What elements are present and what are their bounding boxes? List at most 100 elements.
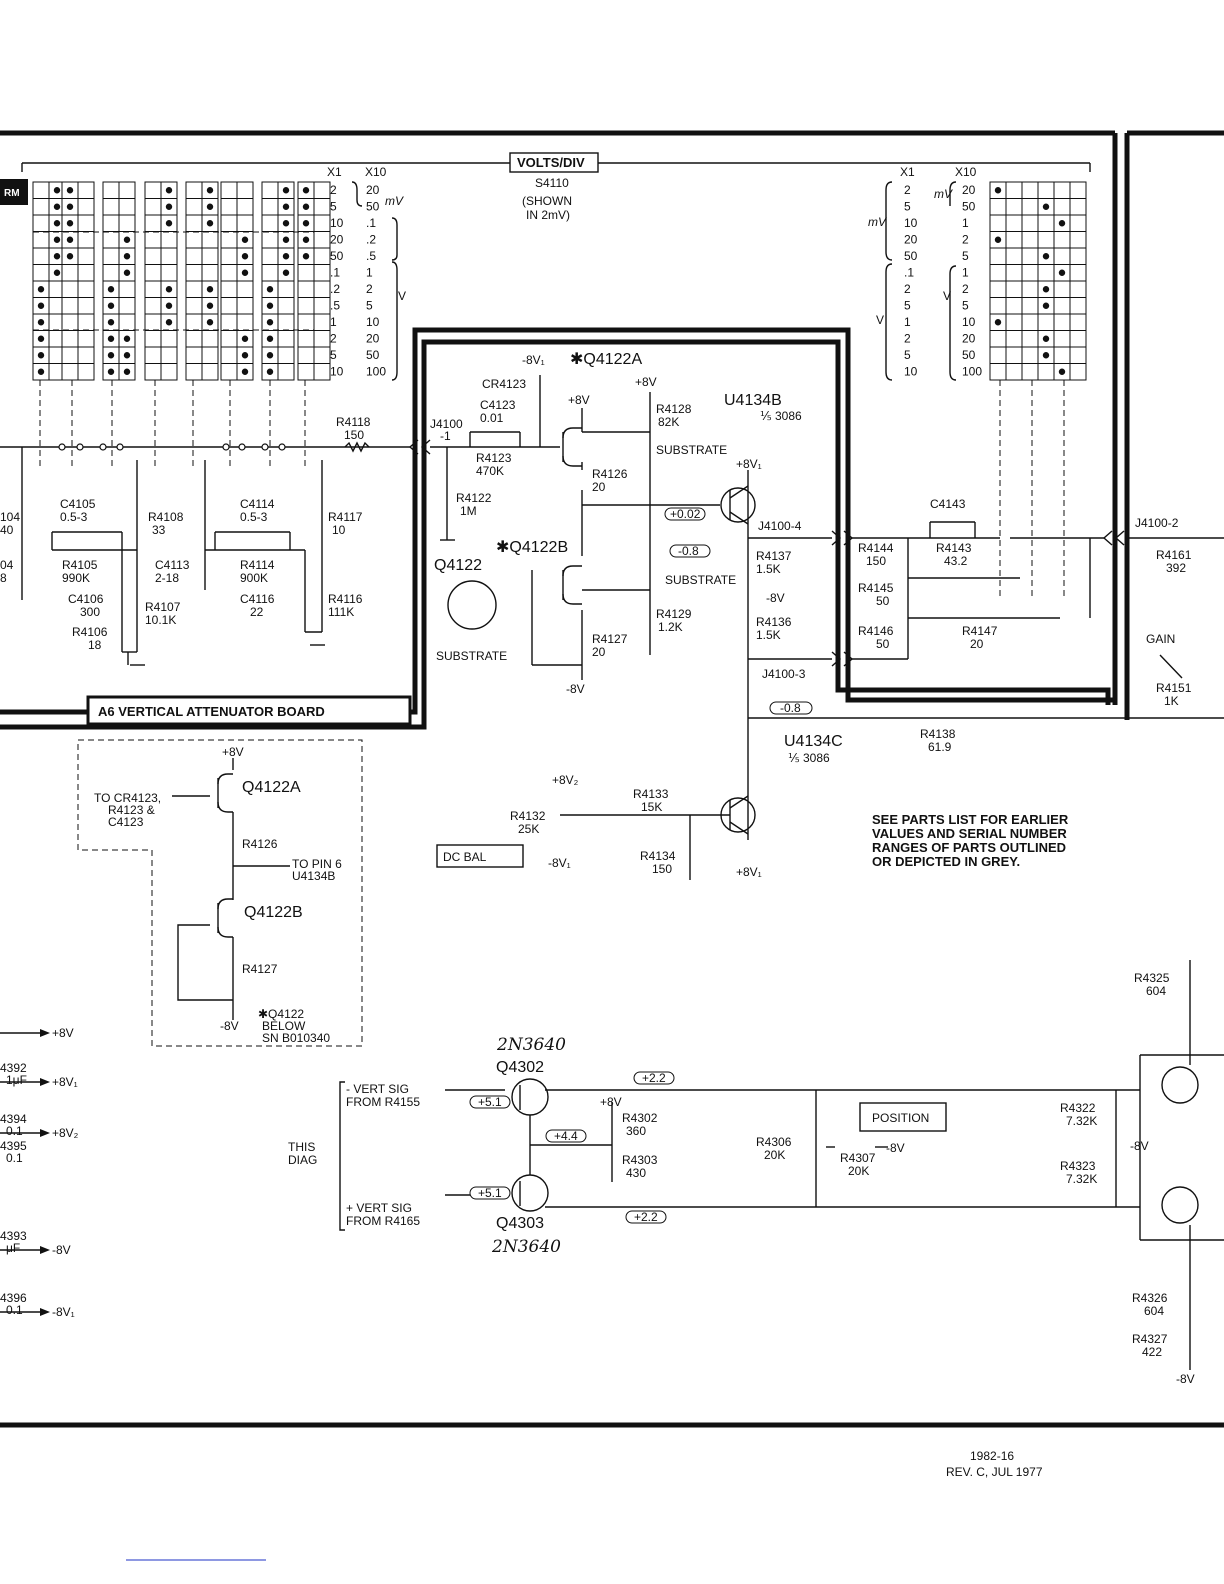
revision-label: REV. C, JUL 1977 (946, 1465, 1043, 1479)
this-diag-1: THIS (288, 1140, 315, 1154)
supply-ref-1: 4392 (0, 1061, 27, 1075)
r4108-ref: R4108 (148, 510, 184, 524)
right-range-x10-9: 20 (962, 332, 976, 346)
left-range-x10-6: 2 (366, 282, 373, 296)
left-range-x1-4: 50 (330, 249, 344, 263)
right-range-labels: X1 X10 25102050.125125102050125125102050… (868, 165, 982, 381)
r4133-val: 15K (641, 800, 662, 814)
preamp-labels: -8V₁ ✱Q4122A CR4123 C4123 0.01 +8V +8V R… (430, 351, 956, 879)
right-range-x10-2: 1 (962, 216, 969, 230)
supply-rail-2: +8V₂ (52, 1126, 79, 1140)
r4323-val: 7.32K (1066, 1172, 1097, 1186)
position-control-box[interactable] (859, 1102, 947, 1132)
note-line-3: RANGES OF PARTS OUTLINED (872, 840, 1066, 855)
r4144-val: 150 (866, 554, 886, 568)
r4322-ref: R4322 (1060, 1101, 1096, 1115)
inset-q4122b: Q4122B (244, 904, 303, 921)
pos-vert-sig-1: + VERT SIG (346, 1201, 412, 1215)
r4145-val: 50 (876, 594, 890, 608)
j4100-1b-label: -1 (440, 429, 451, 443)
inset-note-1: ✱Q4122 (258, 1007, 304, 1021)
right-range-x10-6: 2 (962, 282, 969, 296)
rm-tab-label: RM (4, 188, 20, 199)
right-range-x10-10: 50 (962, 348, 976, 362)
right-mv-unit: mV (868, 215, 887, 229)
u4134b-label: U4134B (724, 392, 782, 409)
r4118-val: 150 (344, 428, 364, 442)
volt-22-b: +2.2 (634, 1210, 658, 1224)
left-range-x10-1: 50 (366, 200, 380, 214)
right-gain-circuit: C4143 J4100-2 R4144 150 R4143 43.2 R4145… (852, 497, 1224, 708)
board-title: A6 VERTICAL ATTENUATOR BOARD (98, 704, 325, 719)
right-range-x10-7: 5 (962, 299, 969, 313)
volt-51-b: +5.1 (478, 1186, 502, 1200)
volt-neg08-b: -0.8 (780, 701, 801, 715)
inset-to-pin: TO PIN 6 (292, 857, 342, 871)
edge-frag-2: 40 (0, 523, 14, 537)
right-range-x1-10: 5 (904, 348, 911, 362)
inset-r4126: R4126 (242, 837, 278, 851)
c4114-val: 0.5-3 (240, 510, 268, 524)
r4145-ref: R4145 (858, 581, 894, 595)
r4146-val: 50 (876, 637, 890, 651)
inset-to-cr-3: C4123 (108, 815, 144, 829)
neg8v1-label: -8V₁ (522, 353, 545, 367)
right-range-x1-5: .1 (904, 266, 914, 280)
plus8v2-label: +8V₂ (552, 773, 579, 787)
left-range-x1-2: 10 (330, 216, 344, 230)
r4302-ref: R4302 (622, 1111, 658, 1125)
left-range-x1-10: 5 (330, 348, 337, 362)
q4302-label: Q4302 (496, 1059, 544, 1076)
left-range-x10-0: 20 (366, 183, 380, 197)
left-range-x1-11: 10 (330, 365, 344, 379)
r4116-val: 111K (328, 605, 354, 619)
cr4123-label: CR4123 (482, 377, 526, 391)
left-range-x10-4: .5 (366, 249, 376, 263)
r4303-val: 430 (626, 1166, 646, 1180)
rm-tab (0, 179, 28, 205)
note-line-4: OR DEPICTED IN GREY. (872, 854, 1020, 869)
inset-q4122a: Q4122A (242, 779, 301, 796)
r4122-val: 1M (460, 504, 477, 518)
r4114-val: 900K (240, 571, 268, 585)
supply-ref-2: 4394 (0, 1112, 27, 1126)
volt-44: +4.4 (554, 1129, 578, 1143)
q4303-label: Q4303 (496, 1215, 544, 1232)
left-range-x1-9: 2 (330, 332, 337, 346)
left-v-unit: V (398, 289, 406, 303)
left-range-x1-1: 5 (330, 200, 337, 214)
plus8v-a: +8V (568, 393, 590, 407)
output-stage-labels: 2N3640 Q4302 Q4303 2N3640 - VERT SIG FRO… (288, 971, 1195, 1386)
left-range-x1-3: 20 (330, 233, 344, 247)
neg8v-mid: -8V (766, 591, 785, 605)
q4303-type: 2N3640 (491, 1237, 561, 1257)
plus8v1-label: +8V₁ (736, 457, 762, 471)
left-range-x10-10: 50 (366, 348, 380, 362)
right-range-x1-4: 50 (904, 249, 918, 263)
gain-label: GAIN (1146, 632, 1175, 646)
left-range-x10-9: 20 (366, 332, 380, 346)
dc-bal-box[interactable] (436, 844, 524, 868)
r4137-ref: R4137 (756, 549, 792, 563)
supply-rail-5: -8V₁ (52, 1305, 75, 1319)
r4134-ref: R4134 (640, 849, 676, 863)
right-range-x1-7: 5 (904, 299, 911, 313)
r4137-val: 1.5K (756, 562, 781, 576)
neg8v1-b: -8V₁ (548, 856, 571, 870)
r4143-ref: R4143 (936, 541, 972, 555)
inset-to-cr-2: R4123 & (108, 803, 155, 817)
c4143-label: C4143 (930, 497, 966, 511)
j4100-2-label: J4100-2 (1135, 516, 1179, 530)
position-label: POSITION (872, 1111, 929, 1125)
right-range-x1-1: 5 (904, 200, 911, 214)
u4134c-label: U4134C (784, 733, 843, 750)
j4100-1-label: J4100 (430, 417, 463, 431)
r4105-val: 990K (62, 571, 90, 585)
right-range-x10-1: 50 (962, 200, 976, 214)
r4146-ref: R4146 (858, 624, 894, 638)
r4326-ref: R4326 (1132, 1291, 1168, 1305)
r4108-val: 33 (152, 523, 166, 537)
switch-matrix-left (32, 181, 331, 381)
c4123-ref: C4123 (480, 398, 516, 412)
